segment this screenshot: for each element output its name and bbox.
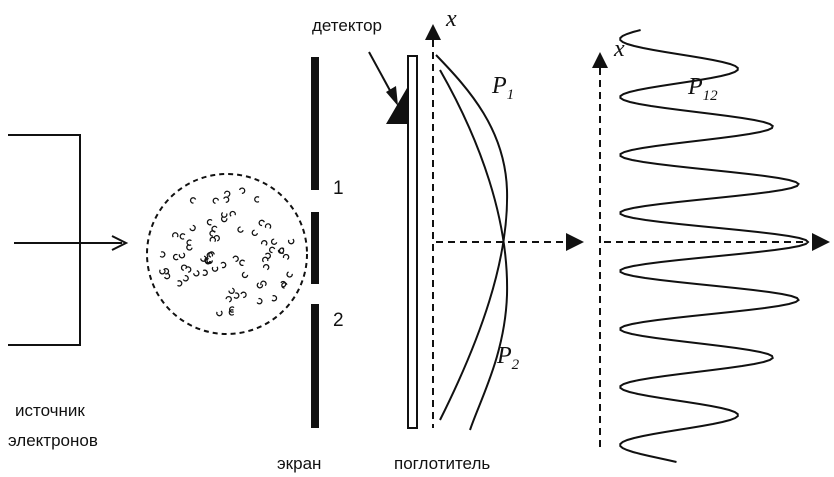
electron-dot	[189, 197, 197, 204]
electron-dot	[220, 216, 228, 223]
electron-dot	[260, 240, 268, 246]
p2-curve	[439, 69, 509, 431]
detector-pointer-head	[386, 86, 398, 106]
screen-segment-top	[311, 57, 319, 190]
screen-label: экран	[277, 454, 321, 473]
electron-dot	[258, 219, 265, 227]
electron-dot	[220, 261, 227, 269]
electron-dot	[239, 259, 246, 267]
electron-dot	[281, 282, 288, 289]
electron-dot	[228, 309, 235, 316]
absorber-plate	[407, 55, 418, 429]
x-axis-2-label: x	[613, 36, 625, 62]
electron-dot	[206, 257, 213, 264]
p12-curve	[619, 29, 810, 463]
electron-dot	[200, 255, 207, 262]
electron-dot	[186, 244, 193, 251]
electron-dot	[262, 256, 269, 263]
detector-label: детектор	[312, 16, 382, 35]
electron-dot	[225, 296, 232, 303]
electron-dot	[228, 287, 235, 294]
electron-dot	[172, 253, 179, 261]
x-axis-1-label: x	[445, 6, 457, 32]
electron-dot	[216, 310, 223, 317]
electron-dot	[177, 280, 183, 287]
detector-icon	[386, 88, 407, 124]
electron-dot	[271, 295, 278, 302]
electron-dot	[264, 223, 272, 230]
electron-dot	[212, 197, 220, 205]
absorber-label: поглотитель	[394, 454, 490, 473]
electron-source-bracket	[8, 134, 81, 346]
electron-dot	[256, 297, 263, 305]
center-line-1-arrowhead	[566, 233, 584, 251]
electron-dot	[163, 268, 170, 275]
x-axis-1-arrowhead	[425, 24, 441, 40]
electron-dot	[238, 187, 246, 194]
electron-dot	[221, 211, 228, 218]
electron-dot	[185, 266, 192, 273]
x-axis-2-arrowhead	[592, 52, 608, 68]
center-line-2-arrowhead	[812, 233, 830, 251]
electron-dot	[163, 272, 171, 280]
electron-dot	[270, 238, 278, 245]
electron-cloud	[146, 173, 308, 335]
detector-pointer	[368, 51, 394, 97]
electron-dot	[193, 270, 200, 277]
electron-dot	[233, 292, 240, 299]
electron-dot	[232, 255, 239, 263]
electron-dot	[264, 252, 271, 260]
electron-dot	[180, 264, 188, 271]
electron-dot	[206, 252, 214, 258]
electron-dot	[237, 226, 244, 233]
electron-dot	[211, 225, 218, 233]
electron-dot	[202, 269, 208, 276]
electron-dot	[159, 269, 166, 275]
incoming-beam-arrowhead	[111, 235, 129, 251]
electron-dots	[159, 187, 295, 317]
electron-dot	[241, 271, 249, 279]
electron-dot	[189, 224, 196, 232]
electron-dot	[223, 190, 231, 198]
electron-dot	[282, 253, 290, 260]
electron-dot	[211, 266, 219, 272]
electron-dot	[254, 196, 260, 203]
electron-dot	[260, 280, 267, 287]
p2-label: P2	[496, 343, 520, 373]
p1-curve	[435, 54, 509, 421]
screen-segment-middle	[311, 212, 319, 284]
electron-dot	[178, 252, 186, 259]
p12-label: P12	[687, 74, 718, 104]
electron-dot	[182, 275, 189, 282]
source-label-line2: электронов	[8, 431, 98, 450]
source-label-line1: источник	[15, 401, 85, 420]
electron-dot	[287, 238, 295, 245]
electron-dot	[256, 282, 264, 289]
electron-dot	[269, 246, 276, 254]
electron-dot	[262, 264, 270, 271]
slit-2-label: 2	[333, 310, 344, 331]
screen-segment-bottom	[311, 304, 319, 428]
electron-dot	[229, 210, 236, 217]
p1-label: P1	[491, 73, 514, 103]
electron-dot	[251, 229, 259, 237]
electron-dot	[159, 251, 166, 258]
electron-dot	[240, 291, 247, 299]
electron-dot	[186, 239, 192, 246]
electron-dot	[223, 196, 230, 203]
electron-dot	[206, 219, 213, 226]
electron-dot	[278, 247, 285, 254]
electron-dot	[286, 271, 293, 278]
electron-dot	[172, 232, 179, 238]
slit-1-label: 1	[333, 178, 344, 199]
electron-dot	[209, 236, 216, 243]
electron-dot	[179, 233, 186, 240]
electron-dot	[229, 306, 235, 313]
